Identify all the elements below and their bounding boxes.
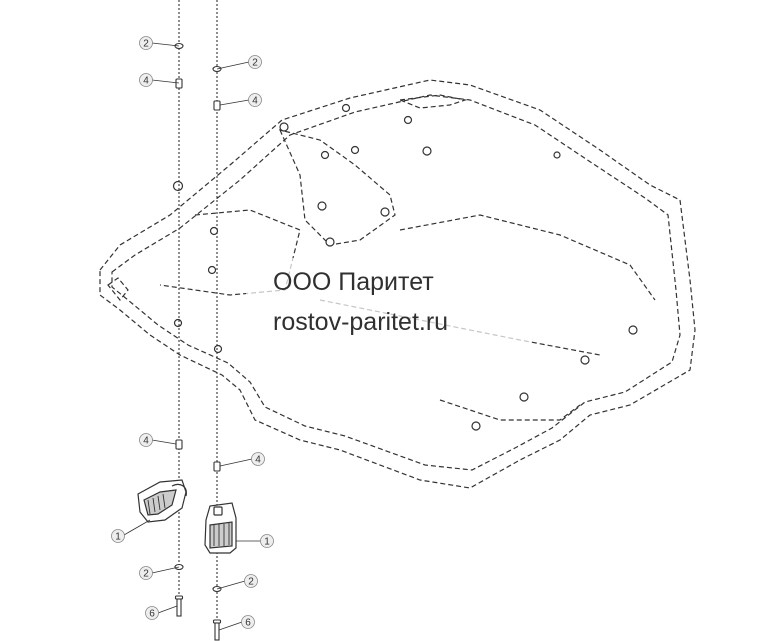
fastener-parts: [174, 42, 222, 641]
spacer-icon: [213, 461, 221, 472]
callout-label: 2: [248, 577, 254, 588]
callout-part-4: 4: [219, 93, 262, 107]
callout-part-1: 1: [236, 534, 274, 548]
plate-mounting-nuts: [172, 103, 638, 431]
callout-label: 4: [143, 76, 149, 87]
nut: [553, 151, 561, 159]
rear-lip: [439, 399, 581, 421]
callout-label: 4: [255, 455, 261, 466]
spacer-icon: [175, 78, 183, 89]
callout-label: 1: [264, 537, 270, 548]
spacer-icon: [175, 439, 183, 450]
nut: [350, 145, 360, 155]
nut: [320, 150, 330, 160]
nut: [519, 392, 529, 402]
nut: [209, 226, 219, 236]
callout-label: 4: [252, 96, 258, 107]
callout-label: 2: [252, 58, 258, 69]
callout-label: 6: [245, 618, 251, 629]
callout-part-4: 4: [219, 452, 265, 467]
nut: [325, 237, 335, 247]
callout-part-1: 1: [111, 519, 151, 543]
front-lip: [399, 94, 468, 109]
nut: [380, 207, 390, 217]
callout-part-4: 4: [139, 73, 180, 87]
callout-label: 1: [115, 532, 121, 543]
callout-part-6: 6: [145, 605, 178, 620]
callout-label: 2: [143, 569, 149, 580]
nut: [628, 325, 638, 335]
callout-part-6: 6: [218, 615, 255, 631]
nut: [279, 122, 289, 132]
nut: [422, 146, 432, 156]
bolt-icon: [174, 595, 184, 617]
watermark-company-name: ООО Паритет: [273, 268, 434, 296]
nut: [207, 265, 217, 275]
callout-label: 6: [149, 609, 155, 620]
nut: [341, 103, 351, 113]
callout-label: 2: [143, 39, 149, 50]
callout-part-2: 2: [139, 566, 180, 580]
skid-plate-outer-edge: [99, 79, 696, 489]
nut: [213, 344, 223, 354]
spacer-icon: [213, 100, 221, 111]
callout-label: 4: [143, 436, 149, 447]
callout-part-4: 4: [139, 433, 177, 447]
rear-rib-left: [399, 214, 656, 301]
watermark: ООО Паритет rostov-paritet.ru: [246, 258, 531, 370]
nut: [173, 318, 183, 328]
right-rubber-mount-icon: [204, 502, 237, 554]
left-tab: [107, 277, 129, 301]
nut: [580, 355, 590, 365]
nut: [403, 115, 413, 125]
front-bracket-panel: [278, 129, 396, 246]
nut: [471, 421, 481, 431]
nut: [317, 201, 327, 211]
callout-part-2: 2: [139, 36, 180, 50]
callout-part-2: 2: [216, 55, 262, 70]
bolt-icon: [212, 619, 222, 641]
watermark-website: rostov-paritet.ru: [273, 308, 449, 336]
callout-part-2: 2: [216, 574, 258, 590]
nut: [172, 180, 184, 192]
left-rubber-mount-icon: [137, 479, 187, 523]
